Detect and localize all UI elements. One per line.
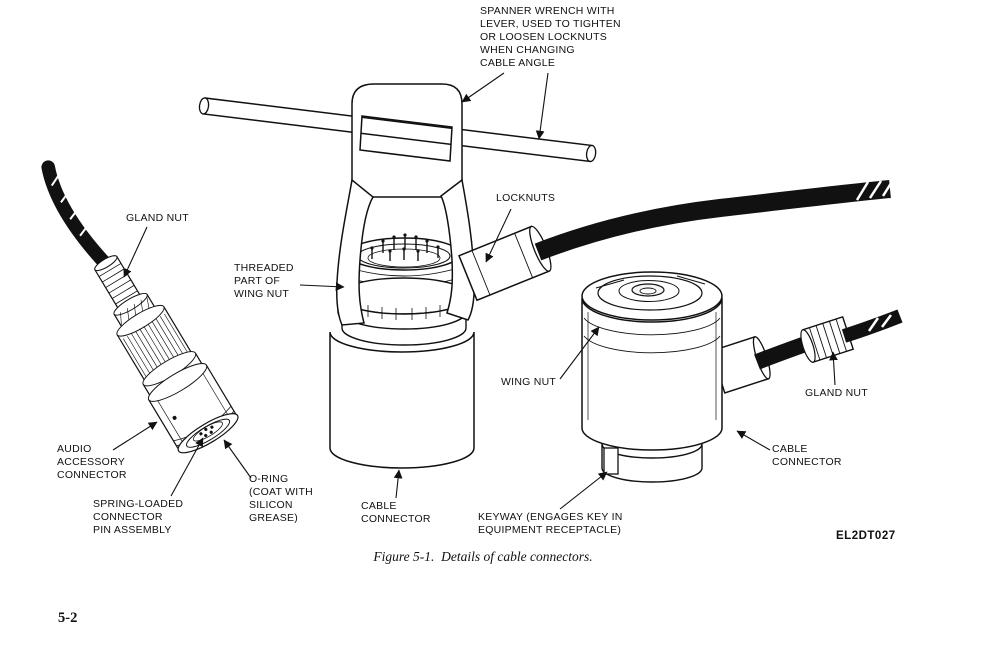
leader-spring-loaded-pins <box>170 437 204 497</box>
gland-nut-right-part <box>800 315 855 364</box>
callout-wing-nut: WING NUT <box>501 376 557 388</box>
leader-o-ring <box>223 439 252 479</box>
callout-gland-nut-right: GLAND NUT <box>805 387 868 399</box>
contact-pins <box>370 233 440 261</box>
cable-left-hatch <box>50 172 92 237</box>
shell-vent-hole <box>172 415 177 420</box>
audio-connector-assembly <box>41 160 239 454</box>
leader-cable-connector-center <box>393 469 403 499</box>
spring-loaded-pins <box>199 425 214 438</box>
connector-base <box>601 443 703 483</box>
leader-wing-nut <box>559 326 600 380</box>
leader-cable-connector-right <box>736 430 771 451</box>
callout-threaded-part-of-wing-nut: THREADED PART OF WING NUT <box>234 262 294 300</box>
keyway-notch <box>603 447 619 475</box>
spanner-strap-right <box>440 178 475 321</box>
wing-nut-top <box>581 271 723 321</box>
callout-keyway: KEYWAY (ENGAGES KEY IN EQUIPMENT RECEPTA… <box>478 511 623 536</box>
leader-gland-nut-right <box>829 351 838 386</box>
leader-keyway <box>559 471 608 510</box>
leader-audio-accessory-connector <box>112 421 158 451</box>
callout-gland-nut-left: GLAND NUT <box>126 212 189 224</box>
leader-spanner-wrench-head <box>461 72 505 103</box>
leader-lines <box>112 72 838 510</box>
leader-gland-nut-left <box>123 226 148 278</box>
cable-left <box>41 160 115 273</box>
callout-o-ring: O-RING (COAT WITH SILICON GREASE) <box>249 473 313 524</box>
leader-spanner-wrench-lever <box>535 72 549 140</box>
elbow-sleeve <box>458 225 552 302</box>
callout-audio-accessory-connector: AUDIO ACCESSORY CONNECTOR <box>57 443 127 481</box>
spanner-strap-left <box>336 178 374 326</box>
connector-body-right <box>581 297 723 451</box>
page-number: 5-2 <box>58 610 78 626</box>
figure-id: EL2DT027 <box>836 530 896 542</box>
cable-connector-right-part <box>581 271 723 483</box>
leader-threaded-part <box>299 282 345 292</box>
connector-body-center <box>329 331 475 469</box>
callout-cable-connector-right: CABLE CONNECTOR <box>772 443 842 468</box>
cable-right <box>754 309 903 370</box>
cable-right-hatch <box>867 314 892 332</box>
callout-spring-loaded-connector-pin-assembly: SPRING-LOADED CONNECTOR PIN ASSEMBLY <box>93 498 184 536</box>
callout-locknuts: LOCKNUTS <box>496 192 556 204</box>
cable-connector-center-part <box>329 233 475 469</box>
leader-locknuts <box>485 208 512 263</box>
callout-cable-connector-center: CABLE CONNECTOR <box>361 500 431 525</box>
cable-top-hatch <box>855 179 895 201</box>
lever-rod <box>198 97 597 163</box>
callout-spanner-wrench: SPANNER WRENCH WITH LEVER, USED TO TIGHT… <box>480 5 621 69</box>
figure-caption: Figure 5-1. Details of cable connectors. <box>373 549 593 564</box>
cable-top <box>534 179 895 261</box>
